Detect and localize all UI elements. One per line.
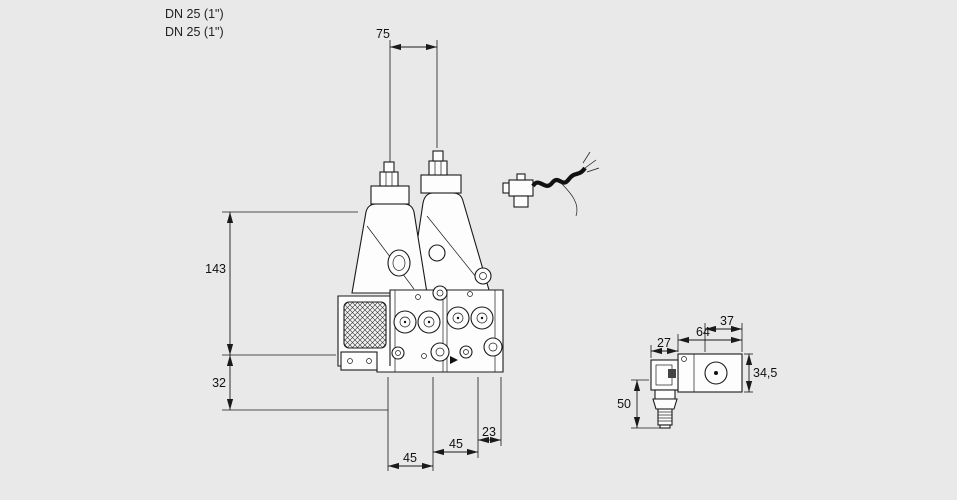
- hex-stem: [428, 160, 448, 176]
- plug-latch: [502, 182, 510, 194]
- flange-bolt: [483, 337, 503, 357]
- coil-screw: [681, 356, 687, 362]
- flow-direction-arrow: [450, 356, 458, 364]
- din-connector-socket: [668, 369, 676, 378]
- dimension-bottom-group: 45 45 23: [387, 377, 502, 471]
- tab-screw: [347, 358, 353, 364]
- dim-label-64: 64: [696, 325, 710, 339]
- port-center: [427, 320, 431, 324]
- top-knob: [432, 150, 444, 162]
- flange-bolt-inner: [436, 289, 444, 297]
- dim-label-50: 50: [617, 397, 631, 411]
- flange-bolt: [459, 345, 473, 359]
- cable-braid: [531, 166, 587, 188]
- port-ring-inner: [399, 316, 411, 328]
- solenoid-side-view: 27 64 37 34,5 50: [617, 314, 777, 429]
- sight-glass: [387, 249, 411, 277]
- actuator-dome: [351, 203, 428, 294]
- hex-stem: [379, 171, 399, 187]
- flange-bolt: [432, 285, 448, 301]
- dim-label-34-5: 34,5: [753, 366, 777, 380]
- flange-bolt-inner: [395, 350, 401, 356]
- dim-label-45-middle: 45: [449, 437, 463, 451]
- dome-seam: [426, 215, 481, 283]
- actuator-cap: [370, 185, 410, 205]
- body-screw: [421, 353, 427, 359]
- left-valve-actuator: [351, 161, 428, 294]
- product-designation: DN 25 (1") DN 25 (1"): [165, 7, 224, 39]
- dimension-top-width: 75: [376, 27, 438, 164]
- cable-wire-end: [582, 151, 591, 164]
- cable-wire-loop: [559, 181, 578, 217]
- sight-glass-inner: [392, 255, 406, 271]
- designation-line-1: DN 25 (1"): [165, 7, 224, 21]
- cable-wire-end: [586, 167, 600, 173]
- plug-screw: [516, 173, 526, 181]
- coil-body: [677, 353, 743, 393]
- dim-label-37: 37: [720, 314, 734, 328]
- cable-assembly: [502, 151, 600, 217]
- flange-bolt: [391, 346, 405, 360]
- gland-nut: [652, 398, 678, 410]
- body-screw: [467, 291, 473, 297]
- main-valve-assembly: [337, 150, 600, 373]
- dim-label-23: 23: [482, 425, 496, 439]
- flange-bolt-inner: [435, 347, 445, 357]
- mesh-strainer: [343, 301, 387, 349]
- designation-line-2: DN 25 (1"): [165, 25, 224, 39]
- actuator-cap: [420, 174, 462, 194]
- cable-plug: [508, 179, 534, 197]
- coil-circle: [704, 361, 728, 385]
- dim-label-27: 27: [657, 336, 671, 350]
- sight-glass: [474, 267, 492, 285]
- flange-bolt-inner: [463, 349, 469, 355]
- sight-hole: [428, 244, 446, 262]
- gland-threads: [657, 408, 673, 426]
- right-valve-actuator: [409, 150, 492, 291]
- dimension-left-height: 143: [205, 211, 358, 356]
- port-ring-inner: [452, 312, 464, 324]
- port-ring-inner: [476, 312, 488, 324]
- port-center: [480, 316, 484, 320]
- valve-body: [337, 285, 504, 373]
- port-center: [456, 316, 460, 320]
- dim-label-32: 32: [212, 376, 226, 390]
- flange-bolt-inner: [488, 342, 498, 352]
- mounting-tab: [340, 351, 378, 371]
- cable-wire-end: [584, 159, 597, 169]
- gland-tip: [659, 424, 671, 429]
- port-ring-inner: [423, 316, 435, 328]
- coil-center: [714, 371, 718, 375]
- dimension-left-lower: 32: [212, 355, 388, 411]
- dim-label-75: 75: [376, 27, 390, 41]
- sight-glass-inner: [479, 272, 487, 280]
- cable-plug-base: [513, 195, 529, 208]
- body-screw: [415, 294, 421, 300]
- dim-label-45-left: 45: [403, 451, 417, 465]
- gland-collar: [654, 389, 676, 400]
- flange-bolt: [430, 342, 450, 362]
- top-knob: [383, 161, 395, 173]
- tab-screw: [366, 358, 372, 364]
- port-center: [403, 320, 407, 324]
- dim-label-143: 143: [205, 262, 226, 276]
